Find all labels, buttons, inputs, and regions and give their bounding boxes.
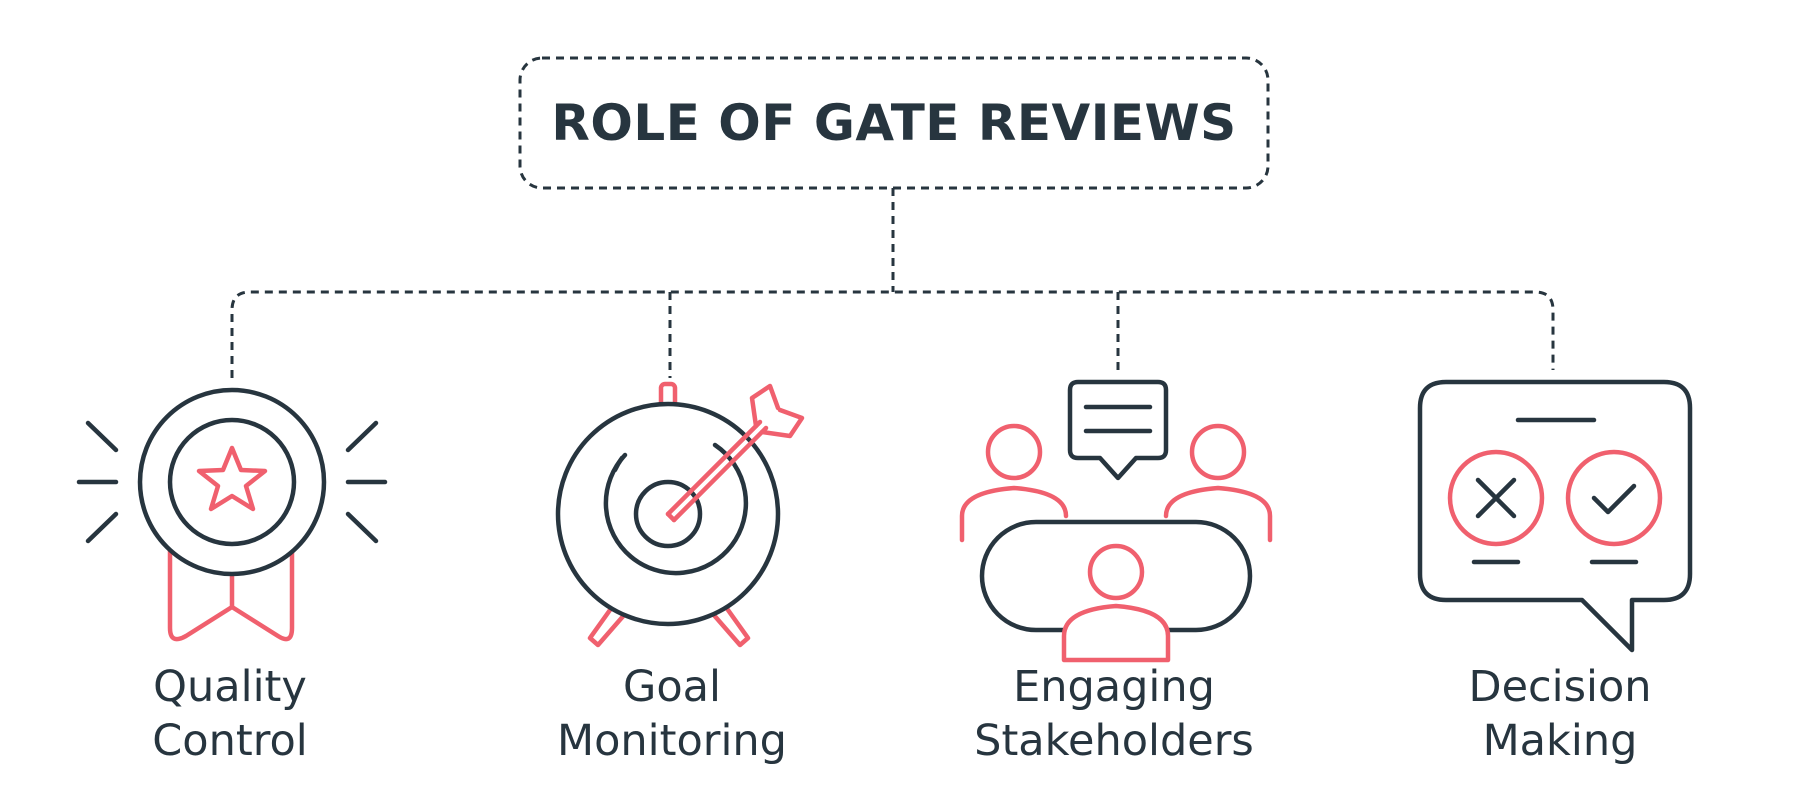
award-badge-icon	[76, 387, 388, 642]
decision-chat-icon	[1417, 379, 1693, 653]
label-line-2: Making	[1482, 716, 1638, 766]
label-line-2: Monitoring	[557, 716, 787, 766]
connector-lines	[230, 188, 1555, 378]
meeting-group-icon	[959, 379, 1273, 663]
connector-branch	[230, 290, 1555, 378]
diagram-title: ROLE OF GATE REVIEWS	[551, 94, 1237, 152]
label-line-1: Decision	[1468, 662, 1652, 712]
label-goal-monitoring: Goal Monitoring	[482, 660, 862, 768]
label-engaging-stakeholders: Engaging Stakeholders	[924, 660, 1304, 768]
label-line-1: Quality	[153, 662, 307, 712]
label-line-1: Engaging	[1013, 662, 1215, 712]
label-line-2: Stakeholders	[974, 716, 1254, 766]
label-decision-making: Decision Making	[1370, 660, 1750, 768]
label-line-2: Control	[152, 716, 308, 766]
title-box: ROLE OF GATE REVIEWS	[520, 58, 1268, 188]
label-line-1: Goal	[623, 662, 721, 712]
target-arrow-icon	[555, 381, 805, 648]
label-quality-control: Quality Control	[40, 660, 420, 768]
